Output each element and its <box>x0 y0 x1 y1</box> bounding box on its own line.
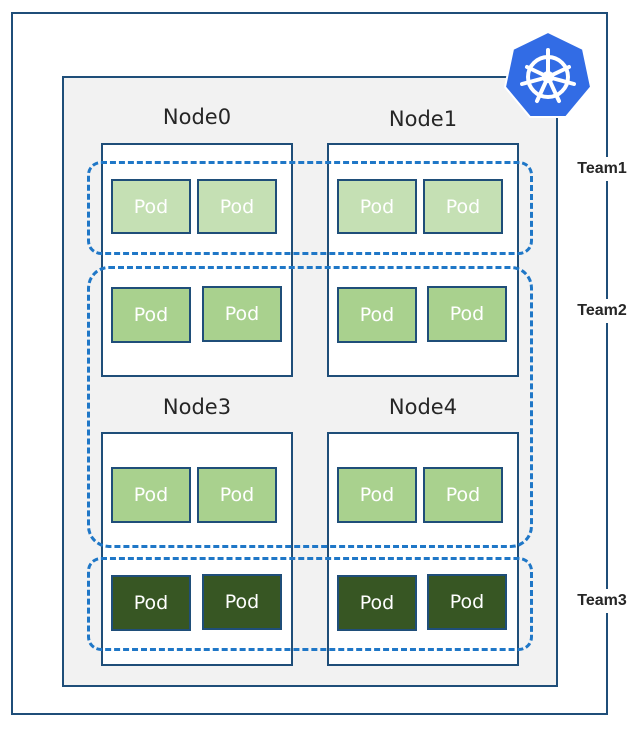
pod: Pod <box>427 574 507 630</box>
pod: Pod <box>337 575 417 631</box>
pod: Pod <box>202 574 282 630</box>
pod: Pod <box>111 287 191 343</box>
kubernetes-helm-icon <box>503 30 593 118</box>
pod: Pod <box>337 179 417 234</box>
pod: Pod <box>111 467 191 523</box>
pod: Pod <box>337 467 417 523</box>
node-label-node1: Node1 <box>388 107 458 131</box>
node-label-node0: Node0 <box>162 105 232 129</box>
pod: Pod <box>202 286 282 342</box>
pod: Pod <box>197 467 277 523</box>
pod: Pod <box>111 179 191 234</box>
team-label-team2: Team2 <box>572 299 632 323</box>
team-label-team1: Team1 <box>572 157 632 181</box>
team1-boundary <box>87 161 533 255</box>
team-label-team3: Team3 <box>572 589 632 613</box>
pod: Pod <box>427 286 507 342</box>
node-label-node3: Node3 <box>162 395 232 419</box>
pod: Pod <box>337 287 417 343</box>
pod: Pod <box>423 179 503 234</box>
pod: Pod <box>423 467 503 523</box>
pod: Pod <box>111 575 191 631</box>
pod: Pod <box>197 179 277 234</box>
node-label-node4: Node4 <box>388 395 458 419</box>
team3-boundary <box>87 557 533 651</box>
team2-boundary <box>87 266 533 548</box>
